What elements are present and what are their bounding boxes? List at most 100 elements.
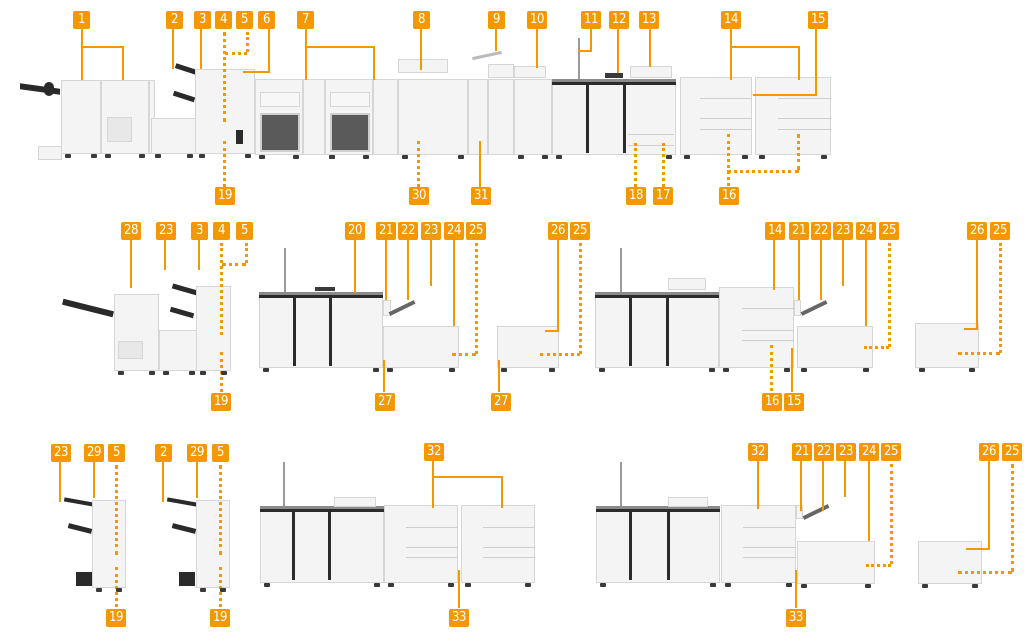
callout-19-r3b[interactable]: 19 [210,609,230,627]
callout-16[interactable]: 16 [719,187,739,205]
callout-23-r2b[interactable]: 23 [421,222,441,240]
leader-3 [200,29,202,69]
callout-27-r2a[interactable]: 27 [375,393,395,411]
leader-21-r2b [798,240,800,300]
callout-11[interactable]: 11 [581,11,601,29]
callout-19-r2[interactable]: 19 [211,393,231,411]
inserter-side [468,79,488,155]
callout-22-r3[interactable]: 22 [814,443,834,461]
main-unit-4 [260,506,384,583]
callout-1[interactable]: 1 [73,11,90,29]
callout-21-r2a[interactable]: 21 [376,222,396,240]
separate-pod-deck-1 [497,326,559,368]
callout-23-r2c[interactable]: 23 [833,222,853,240]
connector-b [373,79,398,155]
callout-25-r2b[interactable]: 25 [570,222,590,240]
callout-21-r2b[interactable]: 21 [789,222,809,240]
main-unit-top-band [552,82,676,85]
callout-33-r3a[interactable]: 33 [449,609,469,627]
callout-14[interactable]: 14 [721,11,741,29]
leader-23-r2a [164,240,166,270]
leader-5-r2-dotted-v [245,243,248,263]
callout-24-r2b[interactable]: 24 [856,222,876,240]
inspection-unit [488,79,514,155]
callout-13[interactable]: 13 [639,11,659,29]
main-unit-4-top-strip [260,506,384,509]
callout-12[interactable]: 12 [609,11,629,29]
callout-27-r2b[interactable]: 27 [491,393,511,411]
callout-25-r2c[interactable]: 25 [879,222,899,240]
callout-22-r2a[interactable]: 22 [398,222,418,240]
leader-25-r2c-dotted-h [864,346,889,349]
callout-26-r3[interactable]: 26 [979,443,999,461]
leader-3-r2 [198,240,200,270]
leader-25-r2d-dotted-h [958,352,1000,355]
callout-23-r2a[interactable]: 23 [156,222,176,240]
folding-unit-b-panel [330,92,370,107]
callout-19-r3a[interactable]: 19 [106,609,126,627]
callout-26-r2a[interactable]: 26 [548,222,568,240]
leader-4-r2-dotted [220,243,223,335]
callout-5-r3b[interactable]: 5 [212,444,229,462]
callout-26-r2b[interactable]: 26 [967,222,987,240]
connector-a [303,79,325,155]
leader-24-r3 [868,461,870,541]
callout-2-r3[interactable]: 2 [155,444,172,462]
leader-7-right [373,46,375,80]
main-unit-2-top-strip [259,292,383,295]
leader-25-r3a-dotted-v [890,464,893,564]
callout-16-r2[interactable]: 16 [762,393,782,411]
callout-10[interactable]: 10 [527,11,547,29]
callout-25-r2a[interactable]: 25 [466,222,486,240]
callout-28[interactable]: 28 [121,222,141,240]
callout-9[interactable]: 9 [488,11,505,29]
document-feeder-3 [668,278,706,290]
callout-4-r2[interactable]: 4 [213,222,230,240]
leader-26-r2b-h [964,328,978,330]
callout-14-r2[interactable]: 14 [765,222,785,240]
callout-24-r2a[interactable]: 24 [444,222,464,240]
caster-wheel [865,584,871,588]
callout-30[interactable]: 30 [409,187,429,205]
callout-24-r3[interactable]: 24 [859,443,879,461]
callout-20[interactable]: 20 [345,222,365,240]
leader-31 [479,141,481,187]
callout-25-r3a[interactable]: 25 [881,443,901,461]
small-base-tray [38,146,62,160]
callout-8[interactable]: 8 [413,11,430,29]
callout-6[interactable]: 6 [258,11,275,29]
caster-wheel [189,371,195,375]
callout-7[interactable]: 7 [297,11,314,29]
callout-21-r3[interactable]: 21 [792,443,812,461]
callout-22-r2b[interactable]: 22 [811,222,831,240]
callout-4[interactable]: 4 [215,11,232,29]
callout-18[interactable]: 18 [626,187,646,205]
callout-29-r3a[interactable]: 29 [84,444,104,462]
callout-33-r3b[interactable]: 33 [786,609,806,627]
callout-23-r3a[interactable]: 23 [51,444,71,462]
multi-drawer-deck-b [755,77,831,155]
callout-17[interactable]: 17 [653,187,673,205]
pod-deck-attached [383,326,459,368]
manual-feed-tray-3 [800,300,828,316]
side-unit-5 [796,505,803,519]
callout-3[interactable]: 3 [194,11,211,29]
callout-32-r3b[interactable]: 32 [748,443,768,461]
callout-15[interactable]: 15 [808,11,828,29]
callout-29-r3b[interactable]: 29 [187,444,207,462]
caster-wheel [448,583,454,587]
callout-5-r2[interactable]: 5 [236,222,253,240]
callout-3-r2[interactable]: 3 [191,222,208,240]
callout-31[interactable]: 31 [471,187,491,205]
callout-5-r3a[interactable]: 5 [108,444,125,462]
callout-25-r2d[interactable]: 25 [990,222,1010,240]
callout-32-r3a[interactable]: 32 [424,443,444,461]
callout-2[interactable]: 2 [166,11,183,29]
callout-25-r3b[interactable]: 25 [1002,443,1022,461]
callout-15-r2[interactable]: 15 [784,393,804,411]
callout-5[interactable]: 5 [236,11,253,29]
callout-19[interactable]: 19 [215,187,235,205]
callout-23-r3b[interactable]: 23 [836,443,856,461]
booklet-bin [118,341,143,359]
deck-5-drawer-3 [743,557,796,558]
